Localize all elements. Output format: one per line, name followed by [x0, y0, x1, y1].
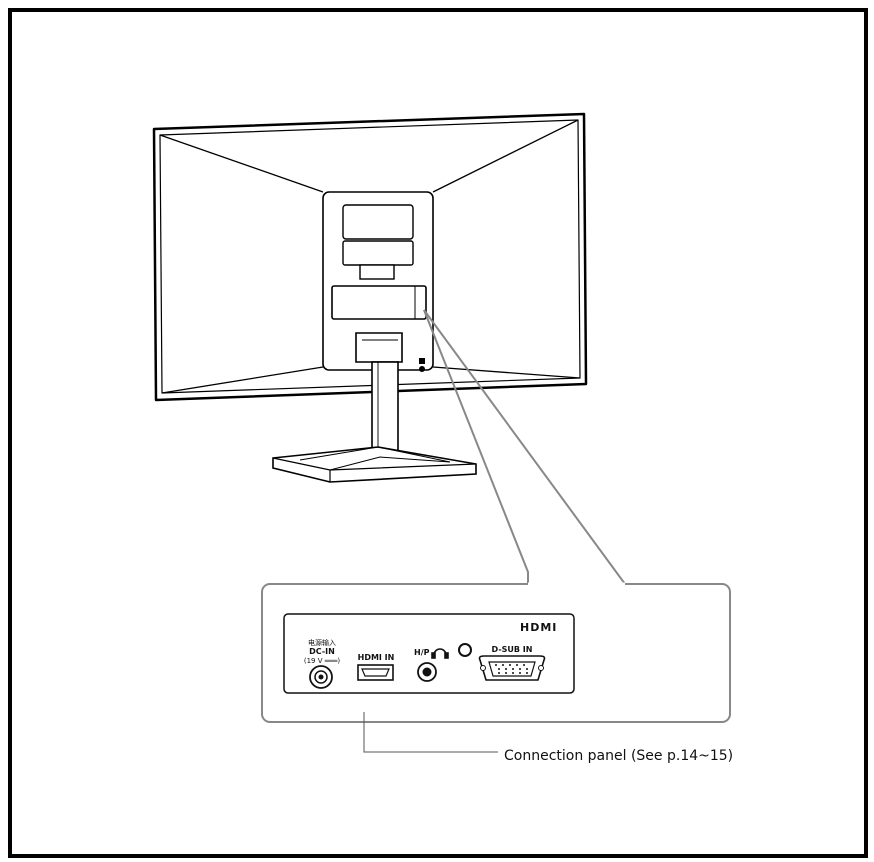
connection-panel-caption: Connection panel (See p.14~15) — [504, 748, 734, 764]
hdmi-port-icon — [357, 664, 394, 681]
headphone-jack-icon — [417, 662, 437, 682]
dsub-in-label: D-SUB IN — [492, 645, 533, 654]
dc-in-label: DC-IN — [309, 647, 335, 656]
monitor-stand — [272, 332, 477, 483]
hdmi-logo: HDMI — [520, 621, 557, 634]
caption-leader-line — [363, 712, 498, 753]
headphone-icon — [431, 648, 449, 659]
dc-in-port-icon — [309, 665, 333, 689]
hdmi-in-label: HDMI IN — [358, 653, 395, 662]
dsub-port-icon — [478, 655, 546, 681]
callout-lines — [423, 309, 626, 585]
indicator-icon — [458, 643, 472, 657]
dc-in-voltage-label: (19 V ═══) — [304, 657, 341, 665]
dc-in-label-cjk: 电源输入 — [308, 638, 336, 647]
back-cover-module — [322, 191, 434, 372]
headphone-label: H/P — [414, 648, 430, 657]
